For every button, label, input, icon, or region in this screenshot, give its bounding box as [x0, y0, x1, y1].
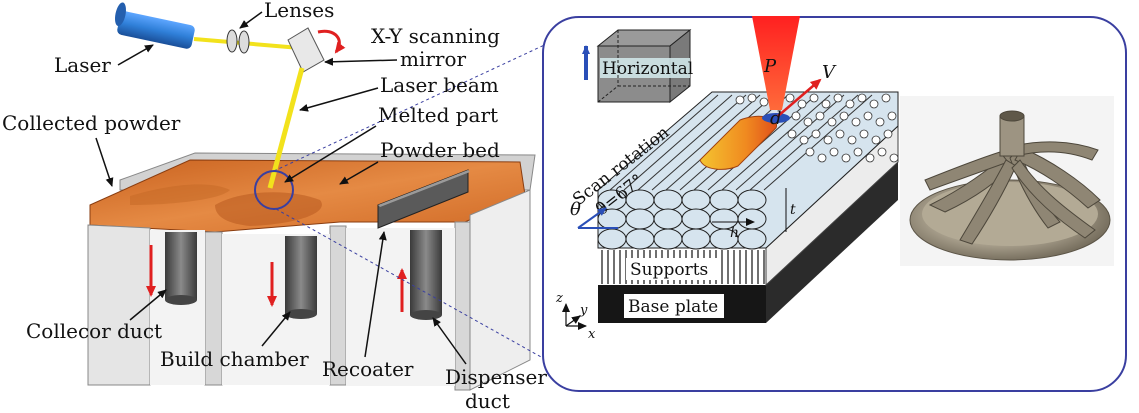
label-velocity: V — [822, 62, 837, 83]
machine-illustration — [87, 152, 536, 391]
orientation-cube: Horizontal — [582, 28, 693, 104]
mirror-rotation-arrow — [317, 29, 346, 54]
side-wall-right — [469, 189, 531, 391]
axis-triad: z y x — [555, 291, 596, 342]
label-dispenser-2: duct — [465, 389, 510, 413]
scanning-mirror-icon — [287, 27, 325, 73]
label-laser-beam: Laser beam — [380, 73, 499, 97]
powder-particles — [735, 93, 899, 163]
dispenser-piston — [410, 230, 442, 315]
label-collected-powder: Collected powder — [2, 111, 181, 135]
label-axis-y: y — [579, 303, 588, 318]
label-power: P — [763, 56, 777, 77]
machine-labels: Lenses Laser X-Y scanning mirror Laser b… — [2, 0, 547, 413]
collector-piston — [165, 232, 197, 300]
front-wall-left — [87, 224, 151, 386]
label-diameter: d — [770, 108, 782, 129]
scan-layers: P V d Scan rotation θ=67° θ h t — [569, 16, 899, 250]
laser-beam-vertical — [267, 67, 305, 189]
label-axis-z: z — [555, 291, 563, 306]
laser-cone — [752, 16, 800, 110]
label-hatch: h — [730, 225, 739, 241]
label-lenses: Lenses — [264, 0, 334, 22]
lens-icon-1 — [226, 29, 238, 53]
velocity-arrow — [777, 78, 822, 117]
label-base-plate: Base plate — [628, 297, 718, 317]
label-theta: θ — [570, 199, 581, 220]
melt-pool — [699, 115, 777, 170]
lens-icon-2 — [238, 30, 250, 54]
impeller-image — [900, 96, 1114, 266]
label-powder-bed: Powder bed — [380, 138, 500, 162]
supports-label-box — [626, 258, 718, 280]
label-xy-mirror-2: mirror — [400, 47, 467, 71]
label-melted-part: Melted part — [378, 103, 498, 127]
label-layer-thickness: t — [790, 202, 796, 218]
label-horizontal: Horizontal — [602, 59, 693, 79]
label-collector-duct: Collecor duct — [26, 319, 162, 343]
label-xy-mirror-1: X-Y scanning — [371, 24, 500, 48]
laser-icon — [117, 11, 195, 49]
base-plate-block: Supports Base plate — [598, 124, 899, 323]
label-recoater: Recoater — [322, 357, 414, 381]
label-build-chamber: Build chamber — [160, 347, 309, 371]
build-piston — [285, 236, 317, 314]
label-dispenser-1: Dispenser — [445, 365, 547, 389]
label-laser: Laser — [54, 53, 111, 77]
optics — [115, 2, 569, 373]
label-supports: Supports — [630, 260, 708, 280]
base-plate-label-box — [624, 294, 724, 318]
label-axis-x: x — [588, 327, 596, 342]
